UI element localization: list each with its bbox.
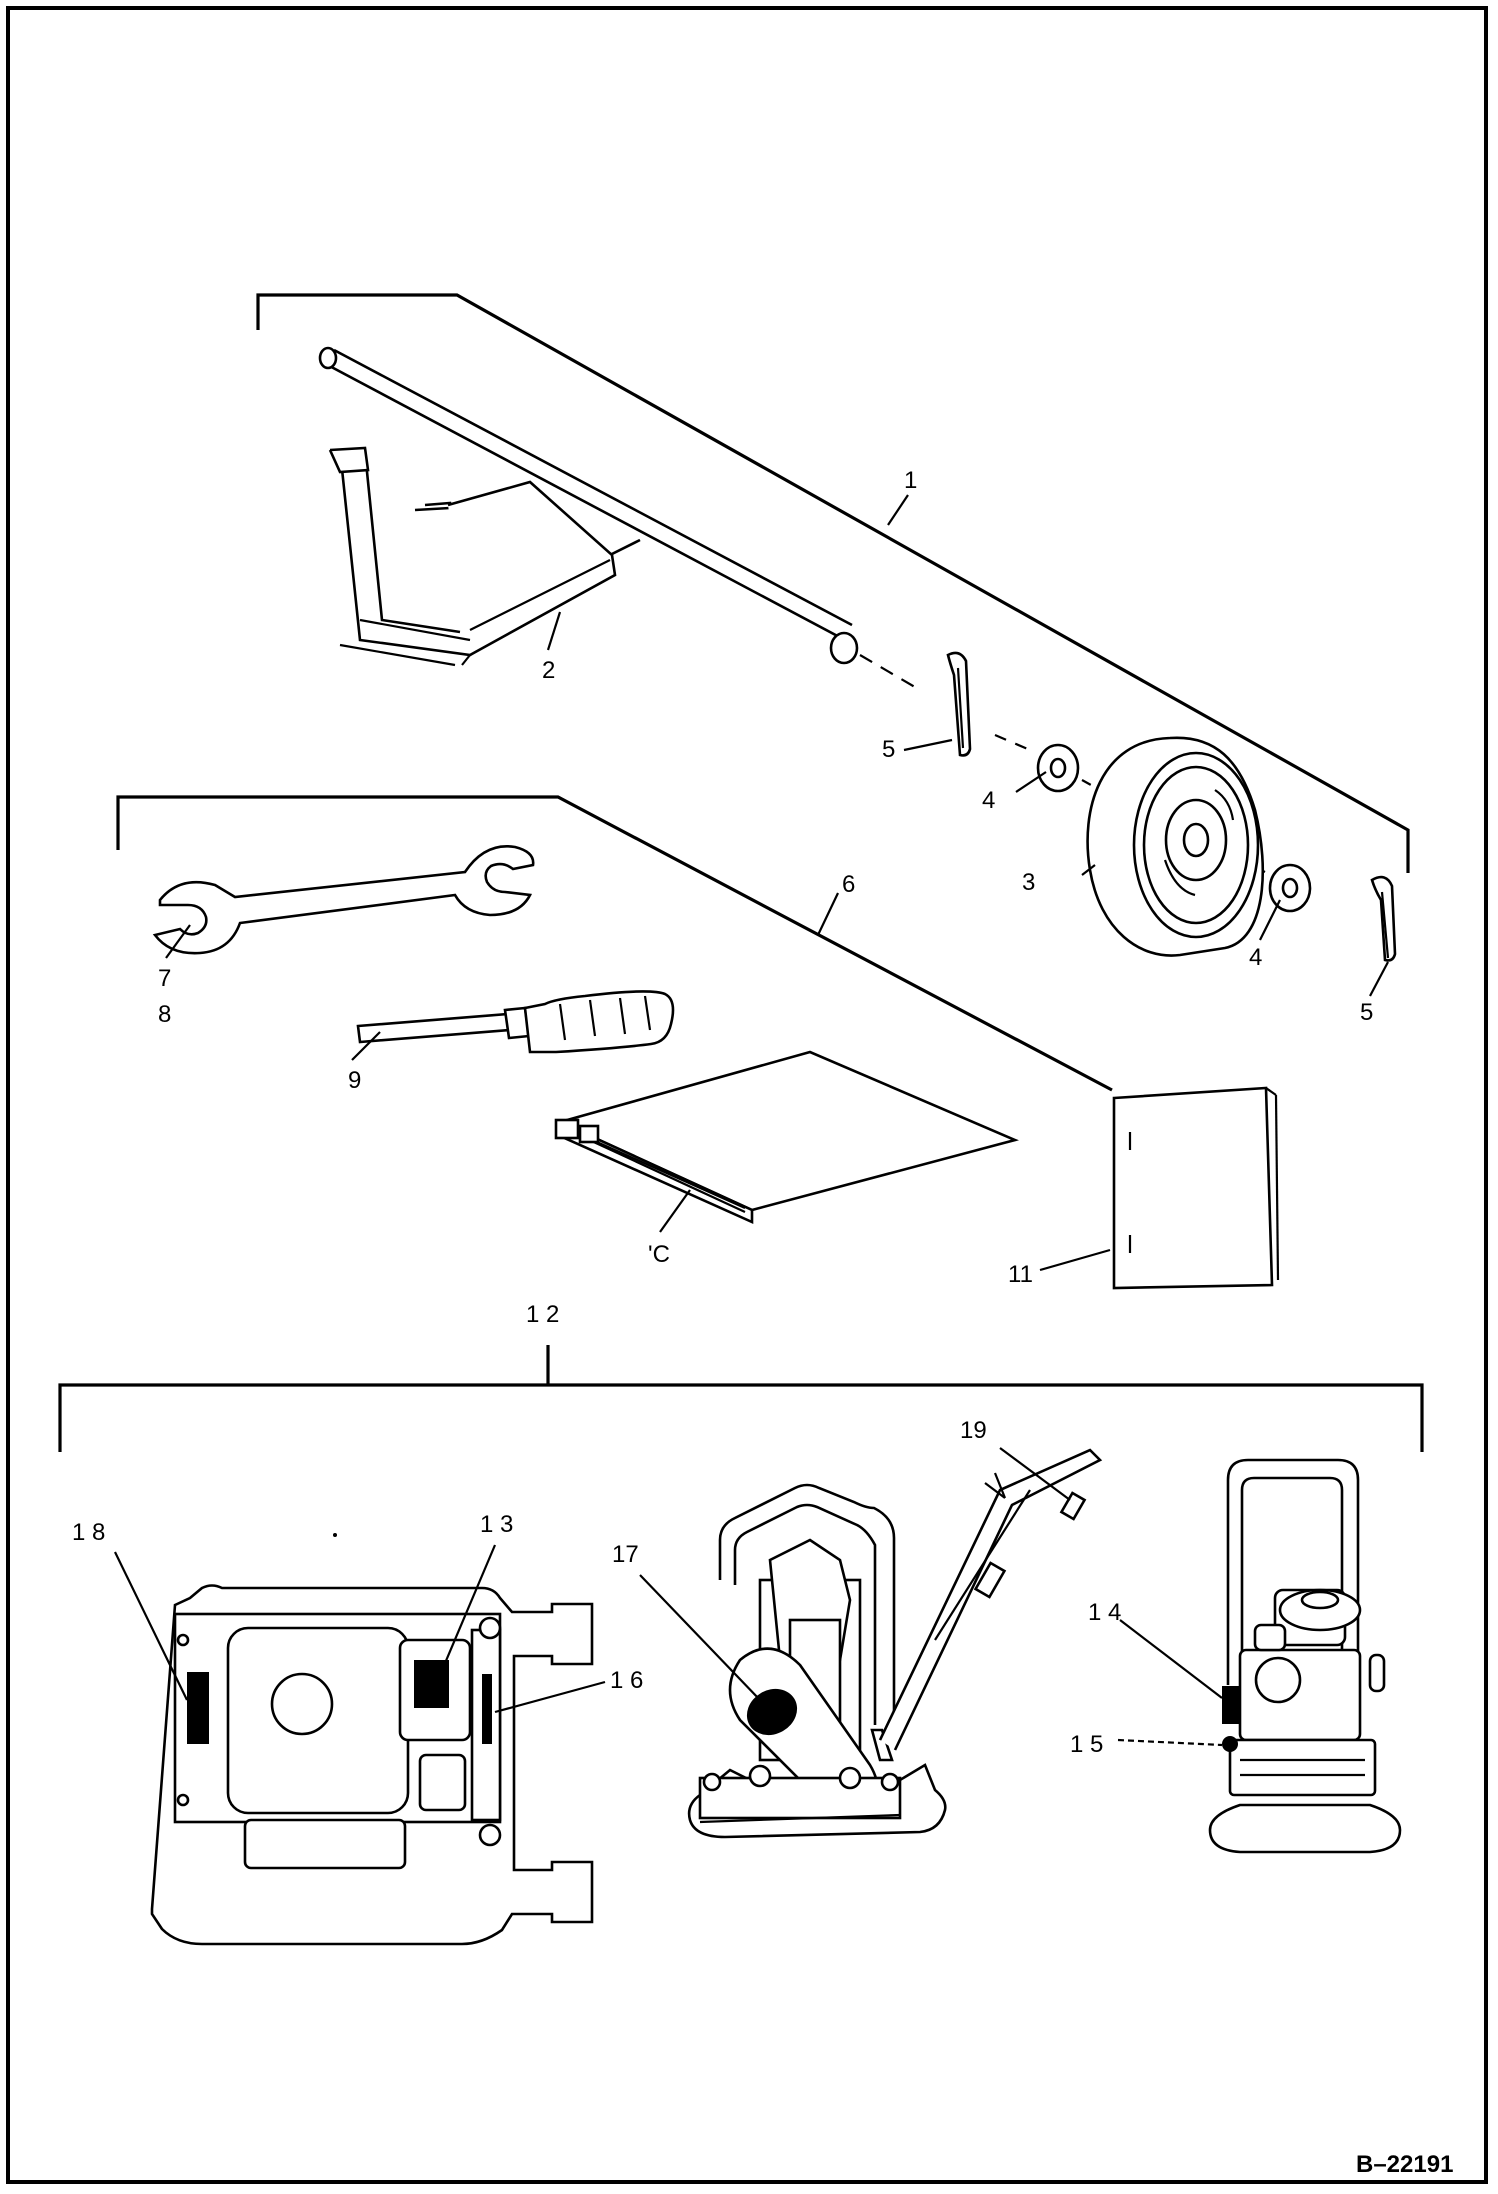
callout-3: 3 bbox=[1022, 869, 1035, 896]
screwdriver-part bbox=[356, 990, 675, 1054]
washer-part bbox=[1036, 743, 1080, 793]
cotter-pin-part bbox=[946, 651, 972, 757]
callout-9: 9 bbox=[348, 1067, 361, 1094]
compactor-side-view bbox=[687, 1448, 1103, 1839]
callout-7: 7 bbox=[158, 965, 171, 992]
callout-6: 6 bbox=[842, 871, 855, 898]
manual-part bbox=[1112, 1086, 1280, 1290]
drawing-reference-code: B–22191 bbox=[1356, 2151, 1453, 2178]
callout-17: 17 bbox=[612, 1541, 639, 1568]
callout-14: 1 4 bbox=[1088, 1599, 1121, 1626]
tool-bag-part bbox=[554, 1050, 1019, 1225]
callout-11: 11 bbox=[1008, 1261, 1033, 1288]
group-1-bracket bbox=[256, 293, 1410, 873]
washer-part-right bbox=[1268, 863, 1312, 913]
callout-13: 1 3 bbox=[480, 1511, 513, 1538]
callout-12: 1 2 bbox=[526, 1301, 559, 1328]
callout-18: 1 8 bbox=[72, 1519, 105, 1546]
drawing-border bbox=[6, 6, 1488, 2184]
callout-8: 8 bbox=[158, 1001, 171, 1028]
callout-4: 4 bbox=[982, 787, 995, 814]
callout-1: 1 bbox=[904, 467, 917, 494]
group-6-bracket bbox=[116, 795, 1113, 1092]
callout-labels: 1 2 3 4 4 5 5 6 7 8 9 'C 11 1 2 1 3 1 4 … bbox=[72, 467, 1373, 1758]
cotter-pin-part-right bbox=[1370, 875, 1397, 962]
compactor-rear-view bbox=[1208, 1458, 1402, 1854]
wrench-part bbox=[152, 844, 535, 955]
callout-10: 'C bbox=[648, 1241, 670, 1268]
callout-15: 1 5 bbox=[1070, 1731, 1103, 1758]
wheel-part bbox=[1086, 736, 1265, 957]
callout-5-right: 5 bbox=[1360, 999, 1373, 1026]
callout-16: 1 6 bbox=[610, 1667, 643, 1694]
callout-19: 19 bbox=[960, 1417, 987, 1444]
group-12-bracket bbox=[58, 1345, 1424, 1452]
callout-5: 5 bbox=[882, 736, 895, 763]
leader-lines bbox=[114, 494, 1389, 1747]
compactor-top-view bbox=[150, 1533, 594, 1946]
callout-2: 2 bbox=[542, 657, 555, 684]
callout-4-right: 4 bbox=[1249, 944, 1262, 971]
axle-frame-part bbox=[318, 346, 859, 667]
